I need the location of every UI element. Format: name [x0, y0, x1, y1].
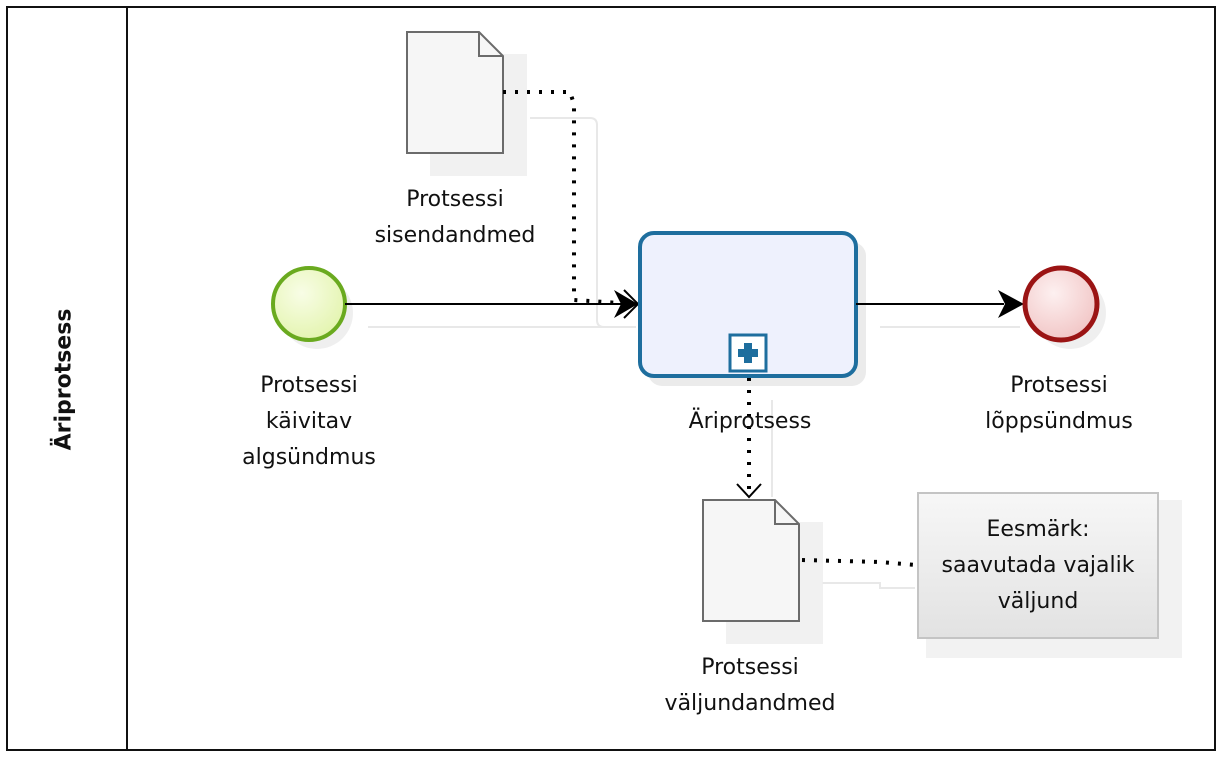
annotation-text: Eesmärk: saavutada vajalik väljund [918, 512, 1158, 620]
text-annotation[interactable] [917, 492, 1182, 658]
start-event-label: Protsessi käivitav algsündmus [200, 368, 418, 476]
end-event-label-line2: lõppsündmus [985, 409, 1133, 434]
end-event[interactable] [1022, 265, 1106, 349]
output-data-label-line1: Protsessi [701, 655, 799, 680]
start-event[interactable] [271, 266, 353, 349]
output-data-label-line2: väljundandmed [664, 691, 836, 716]
start-event-label-line3: algsündmus [242, 445, 376, 470]
input-data-label-line1: Protsessi [406, 187, 504, 212]
annotation-association [801, 558, 917, 567]
start-event-label-line2: käivitav [265, 409, 353, 434]
input-data-object[interactable] [406, 31, 527, 176]
subprocess-label-text: Äriprotsess [688, 409, 812, 434]
sequence-flow-arrowhead [614, 290, 638, 318]
lane-title: Äriprotsess [0, 0, 128, 758]
connector-shadows [368, 117, 1020, 589]
annotation-line1: Eesmärk: [986, 517, 1090, 542]
end-event-label-line1: Protsessi [1010, 373, 1108, 398]
subprocess-label: Äriprotsess [645, 404, 855, 440]
annotation-line2: saavutada vajalik [941, 553, 1135, 578]
input-data-label-line2: sisendandmed [374, 223, 536, 248]
input-data-label: Protsessi sisendandmed [350, 182, 560, 254]
end-event-label: Protsessi lõppsündmus [950, 368, 1168, 440]
annotation-line3: väljund [997, 589, 1079, 614]
subprocess-expand-icon[interactable] [728, 333, 768, 373]
output-association-arrowhead [736, 483, 762, 499]
subprocess-task[interactable] [638, 231, 866, 386]
output-data-object[interactable] [702, 499, 823, 644]
sequence-flow-end-arrowhead [998, 290, 1024, 318]
lane-label: Äriprotsess [51, 308, 77, 450]
output-data-label: Protsessi väljundandmed [640, 650, 860, 722]
start-event-label-line1: Protsessi [260, 373, 358, 398]
